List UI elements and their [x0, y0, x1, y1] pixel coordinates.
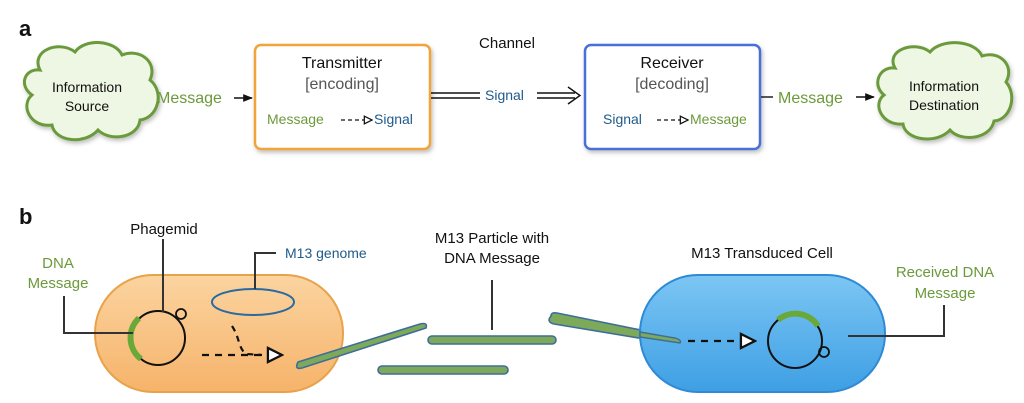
channel-signal-label: Signal — [485, 87, 524, 103]
dna-message-line1: DNA — [42, 255, 74, 272]
transmitter-title: Transmitter — [302, 55, 383, 72]
phagemid-dna-insert — [127, 315, 143, 362]
m13-genome-label: M13 genome — [285, 245, 367, 261]
transmitter-subtitle: [encoding] — [305, 76, 379, 93]
dna-message-line2: Message — [28, 275, 89, 292]
information-source-cloud — [22, 41, 160, 142]
panel-a-label: a — [19, 16, 32, 41]
blue-cell — [639, 274, 886, 393]
message-label-right: Message — [778, 90, 843, 107]
m13-particle-entering-tip — [639, 331, 682, 344]
orange-cell-dashed-curve — [231, 325, 263, 357]
information-destination-cloud — [876, 41, 1014, 141]
receiver-box — [583, 43, 762, 151]
received-plasmid-loop — [818, 346, 830, 358]
channel-double-arrowhead — [567, 86, 582, 105]
m13-particle-line1: M13 Particle with — [435, 230, 549, 247]
message-label-left: Message — [157, 90, 222, 107]
transduced-cell-label: M13 Transduced Cell — [691, 245, 833, 262]
information-destination-line1: Information — [909, 78, 979, 94]
phagemid-origin-loop — [175, 308, 187, 320]
received-dna-line2: Message — [915, 285, 976, 302]
information-source-line1: Information — [52, 79, 122, 95]
receiver-subtitle: [decoding] — [635, 76, 709, 93]
m13-particle-line2: DNA Message — [444, 250, 540, 267]
receiver-message: Message — [690, 111, 747, 127]
m13-genome-leader — [254, 252, 276, 289]
received-dna-leader — [848, 305, 945, 337]
received-dna-insert — [776, 310, 821, 328]
transmitter-signal: Signal — [374, 111, 413, 127]
information-source-line2: Source — [65, 98, 110, 114]
m13-particle-lower — [377, 365, 509, 375]
m13-particle-middle — [427, 335, 557, 345]
receiver-title: Receiver — [640, 55, 704, 72]
m13-particles — [295, 312, 682, 375]
panel-b-label: b — [19, 204, 32, 229]
m13-genome-ellipse — [211, 288, 295, 316]
m13-particle-exiting — [295, 322, 428, 370]
information-destination-line2: Destination — [909, 97, 979, 113]
transmitter-message: Message — [267, 111, 324, 127]
phagemid-label: Phagemid — [130, 221, 198, 238]
channel-label: Channel — [479, 35, 535, 52]
dna-message-leader — [63, 296, 133, 334]
received-dna-line1: Received DNA — [896, 264, 994, 281]
transmitter-box — [253, 43, 432, 151]
receiver-signal: Signal — [603, 111, 642, 127]
